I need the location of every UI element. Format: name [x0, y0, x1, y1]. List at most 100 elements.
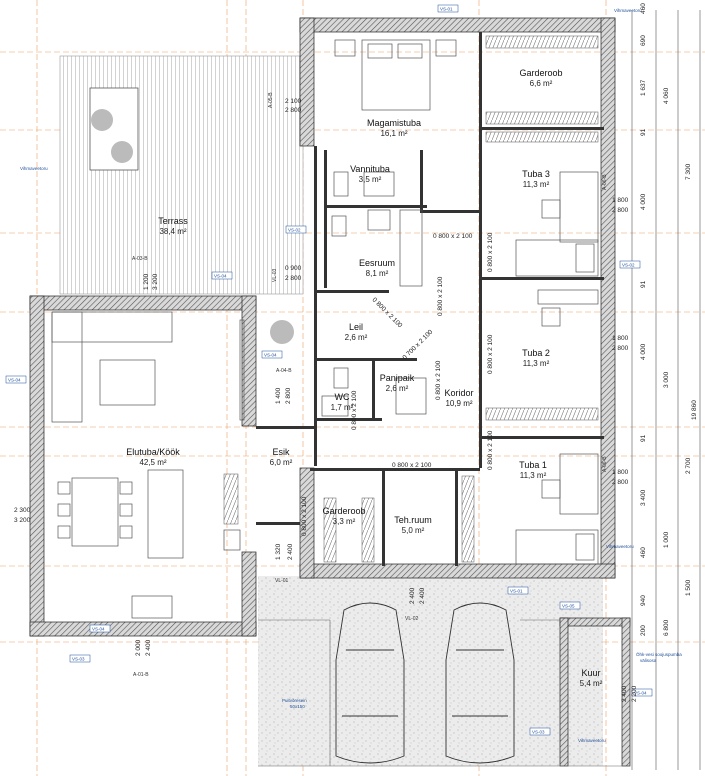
room-area-vannituba: 3,5 m² — [359, 175, 382, 184]
note-puitkiir: Puitvõresein — [282, 698, 307, 703]
room-name-magamistuba: Magamistuba — [367, 118, 421, 128]
room-area-garderoob-bottom: 3,3 m² — [333, 517, 356, 526]
dimension-label: 3 200 — [14, 517, 31, 524]
dimension-label: 1 637 — [640, 79, 647, 96]
note-vl02: VL-02 — [405, 616, 419, 622]
note-a03b: A-03-B — [132, 256, 148, 262]
room-name-esik: Esik — [272, 447, 290, 457]
note-a04b: A-04-B — [276, 368, 292, 374]
dimension-label: 2 400 — [409, 587, 416, 604]
closet-tuba2 — [485, 407, 599, 421]
note-vihmaveetoru-right: Vihmaveetoru — [606, 544, 634, 549]
tag-vs04-c: VS-04 — [8, 378, 21, 383]
closet-tuba3 — [485, 131, 599, 143]
dimension-label: 1 200 — [143, 273, 150, 290]
dimension-label: 2 800 — [285, 107, 302, 114]
dimension-label: 6 800 — [663, 619, 670, 636]
dimension-label: 0 800 x 2 100 — [437, 276, 444, 316]
carport-gravel — [258, 576, 603, 766]
dimension-label: 0 800 x 2 100 — [487, 430, 494, 470]
room-labels: Magamistuba 16,1 m² Garderoob 6,6 m² Van… — [126, 68, 602, 688]
car-icon — [335, 602, 515, 764]
dimension-label: 1 400 — [275, 387, 282, 404]
dimension-label: 460 — [640, 547, 647, 558]
dimension-label: 2 800 — [285, 387, 292, 404]
closet-top2 — [485, 111, 599, 125]
carport-outline — [258, 619, 630, 767]
dimension-label: 4 060 — [663, 87, 670, 104]
room-area-tehruum: 5,0 m² — [402, 526, 425, 535]
room-area-magamistuba: 16,1 m² — [380, 129, 407, 138]
dimension-label: 1 320 — [275, 543, 282, 560]
note-puitkiir-size: 50x150 — [290, 704, 305, 709]
note-a05b: A-05-B — [268, 92, 274, 108]
dimension-label: 200 — [640, 625, 647, 636]
dimension-label: 1 800 — [612, 197, 629, 204]
dimension-label: 3 000 — [663, 371, 670, 388]
dimension-label: 91 — [640, 128, 647, 136]
room-name-tuba1: Tuba 1 — [519, 460, 547, 470]
room-name-terrass: Terrass — [158, 216, 188, 226]
note-vl03: VL-03 — [272, 268, 278, 282]
room-name-vannituba: Vannituba — [350, 164, 390, 174]
note-a01b: A-01-B — [133, 672, 149, 678]
tag-vs04-a: VS-04 — [214, 274, 227, 279]
dimension-label: 0 800 x 2 100 — [435, 360, 442, 400]
tag-vs01-bottom: VS-01 — [510, 589, 523, 594]
room-name-garderoob-top: Garderoob — [519, 68, 562, 78]
tag-vs05: VS-05 — [562, 604, 575, 609]
dimension-label: 1 800 — [612, 469, 629, 476]
plant-icon — [111, 141, 133, 163]
closet-top — [485, 35, 599, 49]
dimension-label: 1 500 — [685, 579, 692, 596]
note-vihmaveetoru-left: Vihmaveetoru — [20, 166, 48, 171]
room-area-kuur: 5,4 m² — [580, 679, 603, 688]
room-area-koridor: 10,9 m² — [445, 399, 472, 408]
dimension-label: 0 800 x 2 100 — [351, 390, 358, 430]
plant-icon — [270, 320, 294, 344]
room-name-garderoob-bottom: Garderoob — [322, 506, 365, 516]
room-area-panipaik: 2,6 m² — [386, 384, 409, 393]
dimension-label: 2 800 — [612, 345, 629, 352]
room-area-garderoob-top: 6,6 m² — [530, 79, 553, 88]
tag-vs03: VS-03 — [72, 657, 85, 662]
room-area-tuba1: 11,3 m² — [520, 471, 547, 480]
dimension-label: 2 300 — [14, 507, 31, 514]
plant-icon — [91, 109, 113, 131]
dimension-label: 0 800 x 2 100 — [487, 334, 494, 374]
dimension-label: 2 100 — [285, 98, 302, 105]
room-area-tuba3: 11,3 m² — [523, 180, 550, 189]
dimension-label: 2 800 — [285, 275, 302, 282]
dimension-label: 0 900 — [285, 265, 302, 272]
dimension-label: 0 800 x 2 100 — [371, 296, 404, 329]
dimension-label: 1 000 — [663, 531, 670, 548]
room-name-panipaik: Panipaik — [380, 373, 415, 383]
room-area-eesruum: 8,1 m² — [366, 269, 389, 278]
room-name-elutuba: Elutuba/Köök — [126, 447, 180, 457]
dimension-label: 3 400 — [640, 489, 647, 506]
room-name-wc: WC — [335, 392, 350, 402]
tag-vs04-b: VS-04 — [264, 353, 277, 358]
closet-esik — [223, 473, 239, 525]
dimension-label: 2 400 — [621, 685, 628, 702]
room-area-leil: 2,6 m² — [345, 333, 368, 342]
dimension-label: 2 400 — [145, 639, 152, 656]
dimension-label: 2 200 — [631, 685, 638, 702]
room-area-tuba2: 11,3 m² — [523, 359, 550, 368]
exterior-walls — [29, 17, 631, 767]
room-name-leil: Leil — [349, 322, 363, 332]
dimension-label: 1 800 — [612, 335, 629, 342]
furniture — [51, 39, 599, 619]
dimension-label: 4 000 — [640, 343, 647, 360]
notes: Vihmaveetoru Vihmaveetoru Vihmaveetoru V… — [20, 8, 682, 743]
note-a06b-bottom: A-06-B — [602, 456, 608, 472]
room-area-esik: 6,0 m² — [270, 458, 293, 467]
room-name-koridor: Koridor — [444, 388, 473, 398]
room-name-eesruum: Eesruum — [359, 258, 395, 268]
dimension-label: 0 700 x 2 100 — [401, 328, 434, 361]
note-vihmaveetoru-kuur: Vihmaveetoru — [578, 738, 606, 743]
dimension-label: 2 800 — [612, 207, 629, 214]
dimension-label: 690 — [640, 35, 647, 46]
room-name-tuba2: Tuba 2 — [522, 348, 550, 358]
